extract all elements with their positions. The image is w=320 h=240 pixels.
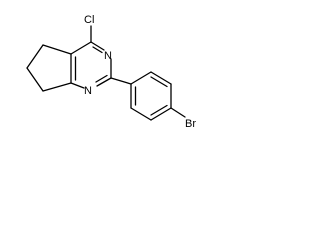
phenyl-ring bbox=[130, 71, 172, 121]
bond-ph4-ph5 bbox=[150, 107, 172, 121]
bond-c7-c7a bbox=[42, 82, 72, 92]
bond-c2-n1-double bbox=[95, 74, 108, 83]
bond-ph1-ph2 bbox=[130, 71, 152, 85]
bond-ph2-ph3-double bbox=[150, 76, 168, 88]
bond-c4-n3-double bbox=[92, 46, 103, 54]
chemical-structure-diagram: Cl N N Br bbox=[26, 14, 196, 130]
bond-c5-c6 bbox=[26, 44, 44, 69]
bond-ph4-ph5-double bbox=[150, 104, 168, 116]
bond-c6-c7 bbox=[26, 67, 44, 92]
bond-c4-n3 bbox=[90, 41, 105, 51]
atom-label-chlorine: Cl bbox=[84, 14, 94, 26]
cyclopentane-ring bbox=[26, 44, 72, 92]
bond-ph2-ph3 bbox=[150, 71, 172, 85]
bond-c2-phenyl bbox=[110, 77, 132, 85]
bond-ph5-ph6 bbox=[130, 107, 152, 121]
bond-ph4-br bbox=[170, 107, 186, 118]
bond-c4a-c4 bbox=[70, 41, 92, 55]
bond-n1-c7a bbox=[70, 82, 85, 89]
atom-label-nitrogen-upper: N bbox=[104, 50, 112, 62]
bond-c2-n1 bbox=[96, 77, 112, 87]
pyrimidine-ring bbox=[70, 41, 112, 89]
bond-c4a-c5 bbox=[42, 44, 72, 55]
atom-label-nitrogen-lower: N bbox=[84, 85, 92, 97]
atom-label-bromine: Br bbox=[185, 118, 196, 130]
